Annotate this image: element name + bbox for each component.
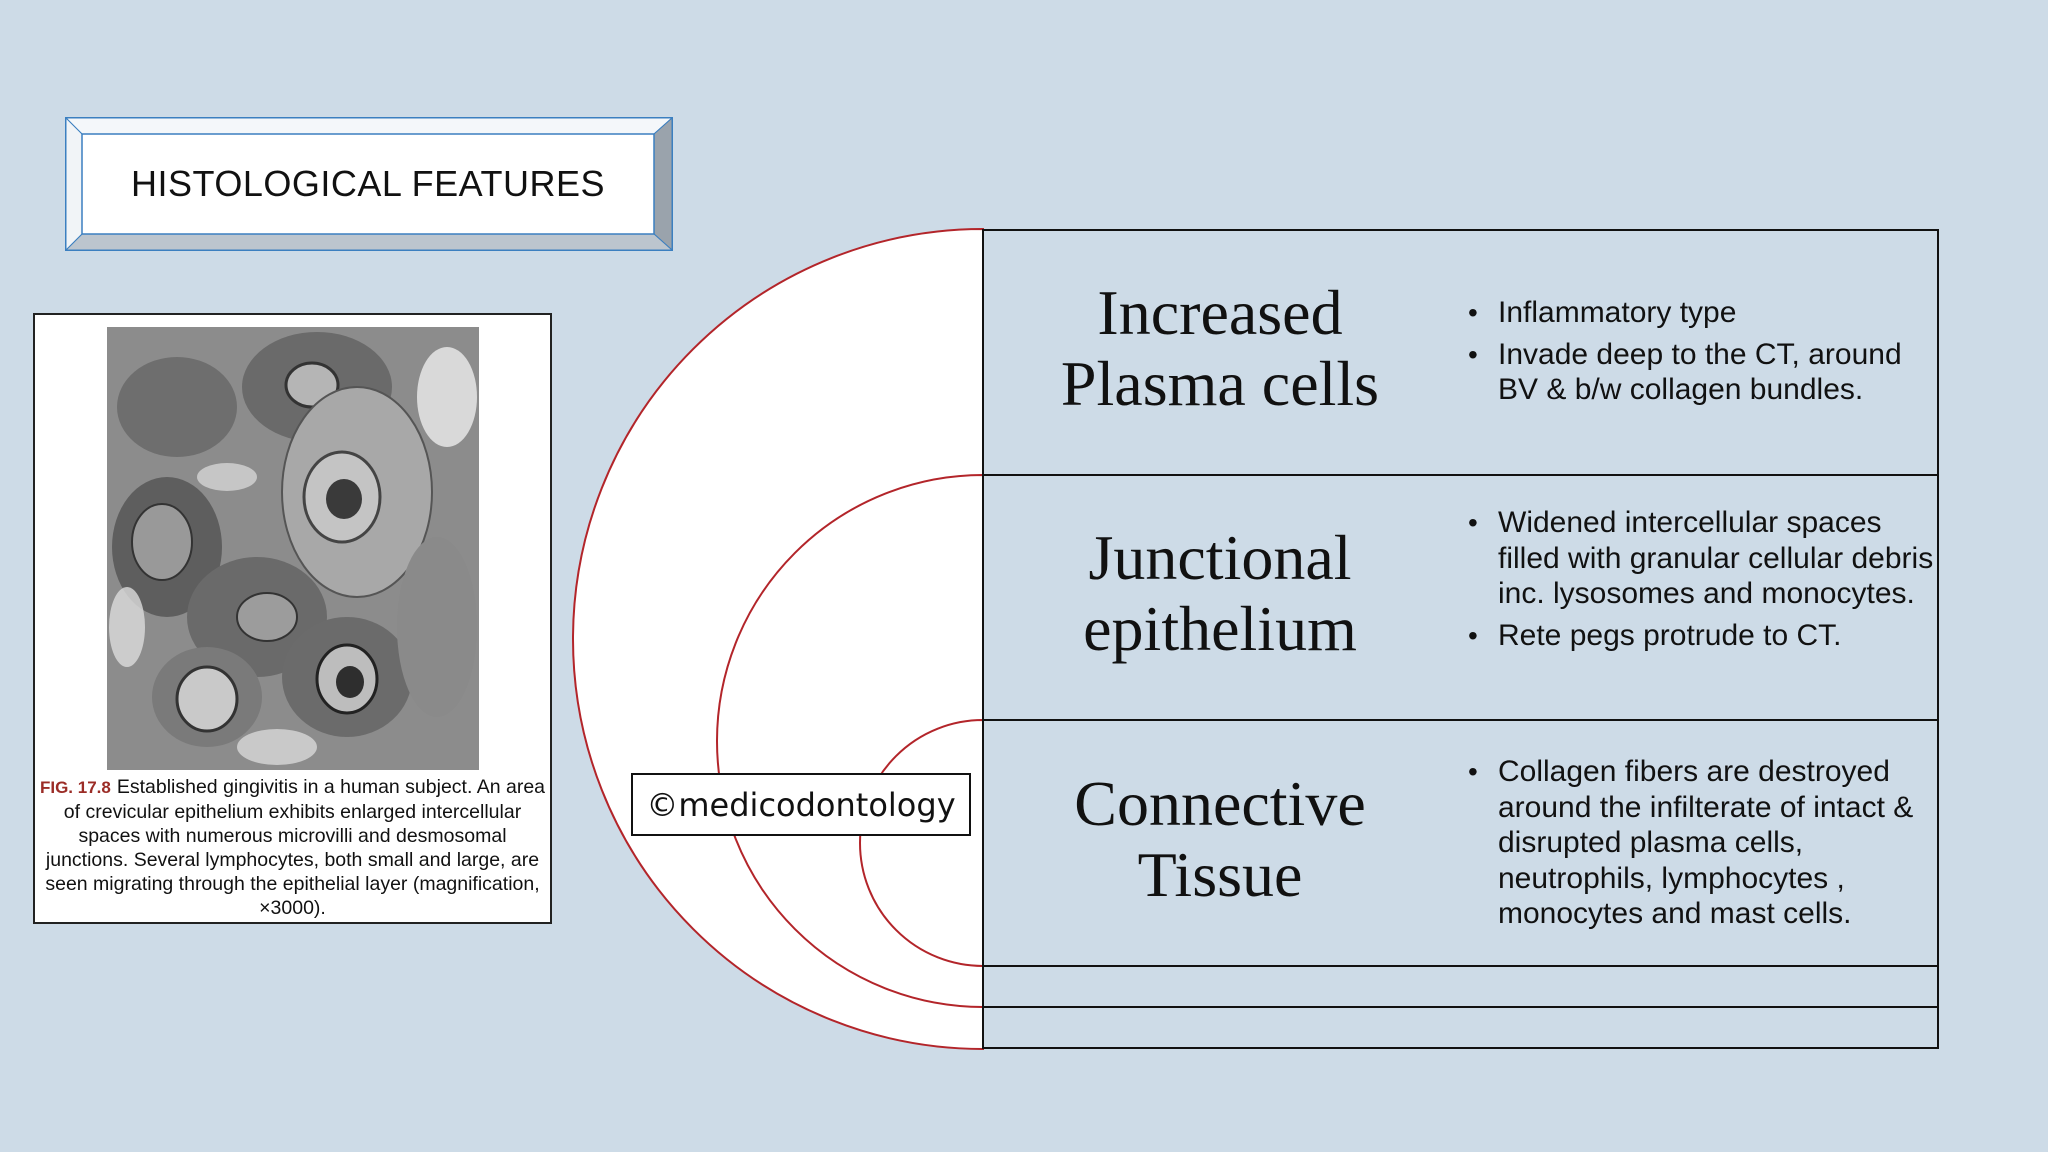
bullet-item: Invade deep to the CT, around BV & b/w c…	[1464, 337, 1944, 408]
row-title-line: epithelium	[1083, 593, 1357, 664]
figure-label: FIG. 17.8	[39, 778, 111, 797]
figure-caption-text: Established gingivitis in a human subjec…	[45, 776, 546, 919]
watermark-label: ©medicodontology	[631, 773, 971, 836]
row-title-line: Plasma cells	[1060, 348, 1380, 419]
bullet-list-plasma-cells: Inflammatory type Invade deep to the CT,…	[1464, 295, 1944, 414]
bullet-list-junctional-epithelium: Widened intercellular spaces filled with…	[1464, 505, 1944, 659]
bullet-item: Collagen fibers are destroyed around the…	[1464, 754, 1944, 932]
plaque-frame	[65, 117, 673, 251]
bullet-item: Widened intercellular spaces filled with…	[1464, 505, 1944, 612]
row-title-line: Increased	[1097, 277, 1343, 348]
bullet-list-connective-tissue: Collagen fibers are destroyed around the…	[1464, 754, 1944, 938]
row-title-line: Tissue	[1137, 839, 1303, 910]
page-title: HISTOLOGICAL FEATURES	[131, 163, 605, 204]
bullet-item: Inflammatory type	[1464, 295, 1944, 331]
row-title-connective-tissue: Connective Tissue	[1030, 768, 1410, 910]
title-plaque: HISTOLOGICAL FEATURES	[65, 117, 673, 251]
row-title-plasma-cells: Increased Plasma cells	[1030, 277, 1410, 419]
row-title-line: Connective	[1074, 768, 1366, 839]
electron-micrograph-image	[107, 327, 479, 770]
row-title-line: Junctional	[1088, 522, 1352, 593]
bullet-item: Rete pegs protrude to CT.	[1464, 618, 1944, 654]
row-title-junctional-epithelium: Junctional epithelium	[1030, 522, 1410, 664]
